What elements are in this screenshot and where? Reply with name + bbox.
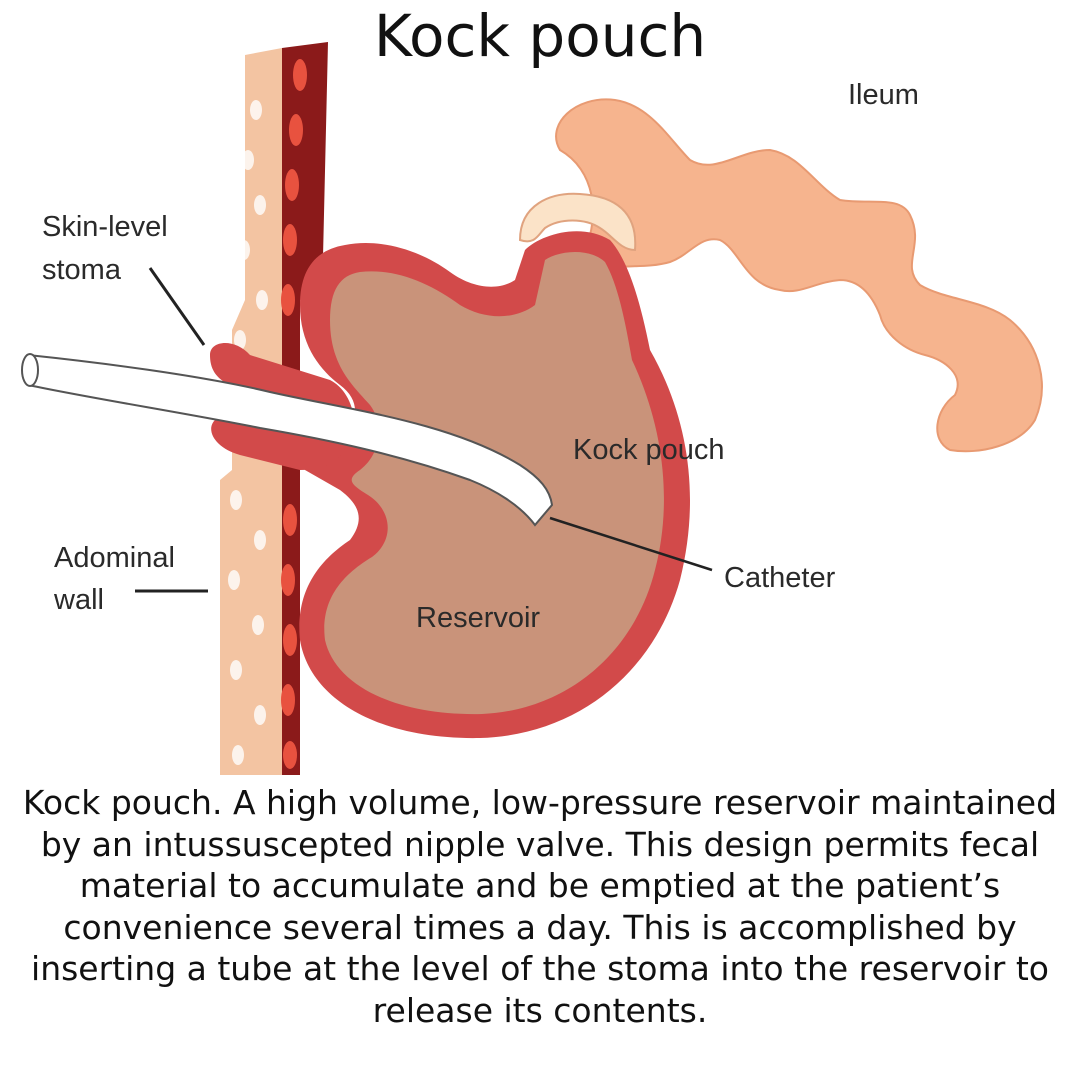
skin-level-stoma-label-line2: stoma: [42, 254, 121, 286]
abdominal-wall-label-line2: wall: [54, 584, 104, 616]
abdominal-wall-label-line1: Adominal: [54, 542, 175, 574]
muscle-dots: [281, 59, 307, 769]
kock-pouch-diagram: [21, 42, 1043, 775]
reservoir-label: Reservoir: [416, 602, 541, 634]
catheter-label: Catheter: [724, 562, 836, 594]
page-title: Kock pouch: [373, 2, 707, 70]
ileum-cuff: [518, 192, 637, 252]
muscle-layer: [282, 42, 328, 775]
ileum: [555, 98, 1043, 453]
catheter-leader-line: [549, 516, 713, 572]
stoma-leader-line: [148, 267, 206, 346]
skin-level-stoma-label-line1: Skin-level: [42, 211, 168, 243]
skin-dots: [228, 100, 268, 765]
caption: Kock pouch. A high volume, low-pressure …: [22, 783, 1058, 1030]
catheter: [27, 353, 554, 527]
ileum-label: Ileum: [848, 79, 919, 111]
catheter-opening: [21, 353, 39, 387]
kock-pouch-label: Kock pouch: [573, 434, 725, 466]
